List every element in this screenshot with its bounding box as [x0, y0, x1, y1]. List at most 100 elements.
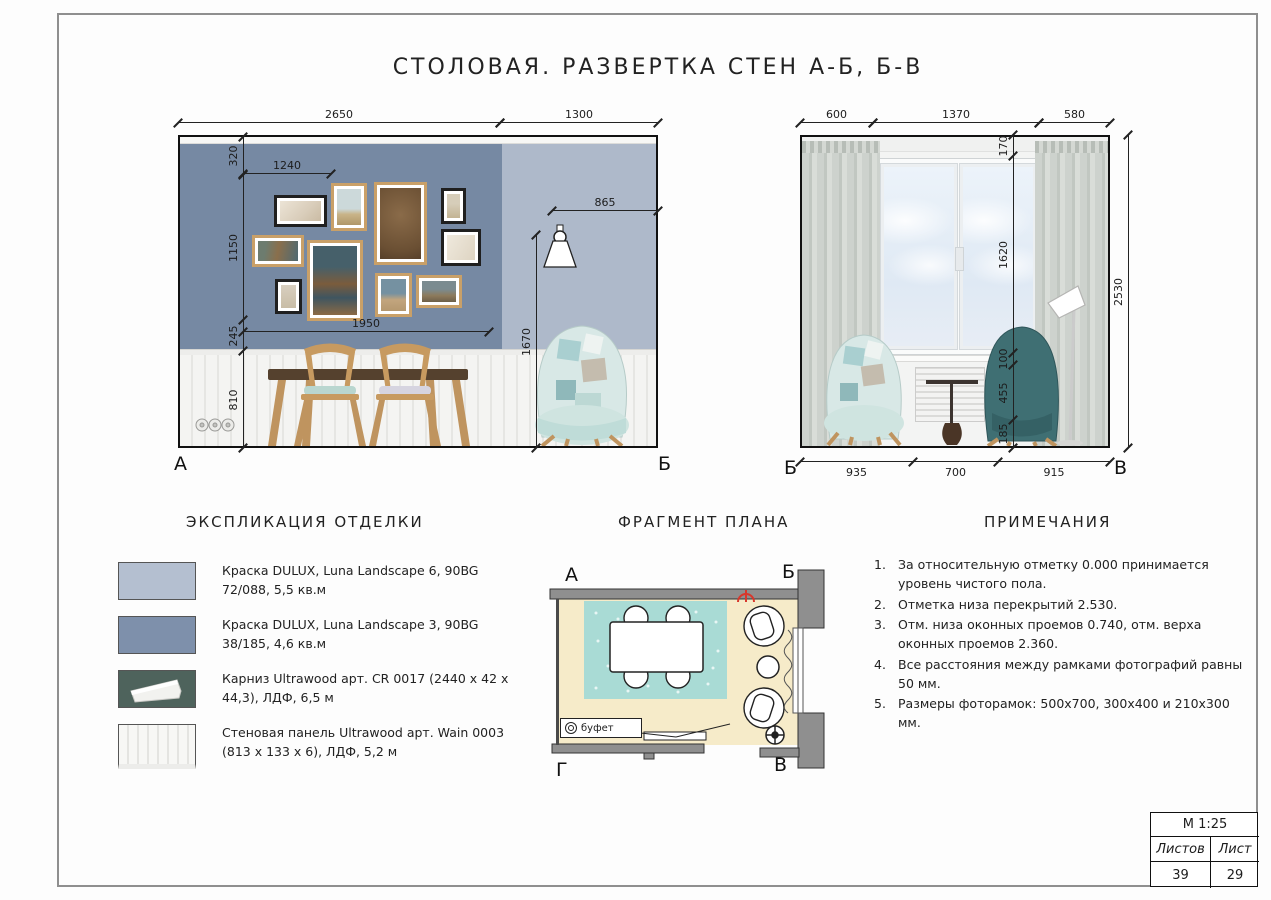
legend-item: Стеновая панель Ultrawood арт. Wain 0003…	[118, 724, 538, 769]
legend-item-text: Краска DULUX, Luna Landscape 3, 90BG 38/…	[222, 617, 479, 651]
axis-label-a: А	[174, 453, 187, 475]
dim-value: 580	[1064, 108, 1085, 121]
furniture-ab	[195, 224, 629, 446]
plan-curtain-line	[783, 629, 793, 714]
plan-wall-bottom-right	[759, 747, 800, 758]
dim-value: 1370	[942, 108, 970, 121]
note-number: 2.	[874, 596, 886, 612]
sheets-value-cell: 39	[1151, 862, 1211, 888]
note-item: 2.Отметка низа перекрытий 2.530.	[874, 596, 1246, 615]
buffet-label-box: буфет	[560, 718, 642, 738]
note-item: 3. Отм. низа оконных проемов 0.740, отм. …	[874, 616, 1246, 654]
furniture-bv	[824, 285, 1086, 446]
sheet-border	[57, 13, 1258, 887]
dim-line: 185	[997, 420, 1018, 453]
side-table	[926, 380, 978, 445]
note-number: 4.	[874, 656, 886, 672]
legend: Краска DULUX, Luna Landscape 6, 90BG 72/…	[118, 562, 538, 785]
dim-value: 1240	[273, 159, 301, 172]
buffet-label: буфет	[581, 722, 614, 734]
elevation-bv: 600 1370 580 2530 170 1620 100 455 185 9…	[784, 108, 1133, 479]
dim-value: 915	[1043, 466, 1065, 479]
plan-wall-right-top	[797, 569, 825, 629]
dim-line: 1950	[238, 317, 494, 337]
sheet-label: Лист	[1218, 841, 1252, 857]
dim-line: 1370	[868, 108, 1044, 128]
photo	[280, 201, 321, 221]
photo	[337, 189, 361, 225]
dim-line: 810	[227, 351, 248, 453]
note-item: 1.За относительную отметку 0.000 принима…	[874, 556, 1246, 594]
dim-line: 320	[227, 132, 248, 180]
dim-value: 2530	[1112, 277, 1125, 306]
patchwork-armchair	[824, 334, 904, 446]
photo-frame	[375, 273, 412, 317]
cornice-profile-icon	[130, 679, 182, 703]
plan-fragment: буфет А Б Г В	[548, 556, 840, 801]
dim-value: 1670	[520, 327, 533, 356]
dim-value: 700	[945, 466, 966, 479]
dim-value: 600	[826, 108, 847, 121]
photo-frame	[252, 235, 304, 267]
floor-lamp-icon	[1047, 285, 1086, 446]
legend-item-text: Карниз Ultrawood арт. CR 0017 (2440 x 42…	[222, 671, 509, 705]
dim-value: 1620	[997, 240, 1010, 269]
dining-table	[268, 369, 470, 446]
photo	[281, 285, 296, 308]
legend-header: ЭКСПЛИКАЦИЯ ОТДЕЛКИ	[186, 513, 424, 531]
plan-corner-a: А	[565, 564, 578, 586]
dim-line: 865	[547, 196, 663, 216]
photo	[447, 194, 460, 218]
photo	[313, 246, 357, 315]
dim-line: 245	[227, 320, 248, 356]
sheets-label-cell: Листов	[1151, 837, 1211, 862]
dim-line: 1620	[997, 156, 1018, 358]
note-text: Размеры фоторамок: 500x700, 300x400 и 21…	[898, 696, 1230, 730]
wall-paint-light	[502, 143, 656, 350]
note-item: 4.Все расстояния между рамками фотографи…	[874, 656, 1246, 694]
sheet-label-cell: Лист	[1211, 837, 1259, 862]
sheets-label: Листов	[1156, 841, 1205, 857]
sheet-value-cell: 29	[1211, 862, 1259, 888]
notes-list: 1.За относительную отметку 0.000 принима…	[874, 556, 1246, 735]
window-handle	[955, 247, 964, 271]
page-title: СТОЛОВАЯ. РАЗВЕРТКА СТЕН А-Б, Б-В	[392, 55, 924, 80]
photo-frame	[441, 229, 481, 266]
dim-line: 2530	[1112, 130, 1133, 453]
legend-item: Краска DULUX, Luna Landscape 3, 90BG 38/…	[118, 616, 538, 654]
dim-value: 865	[594, 196, 616, 209]
plan-side-table	[756, 655, 780, 679]
photo-frame	[441, 188, 466, 224]
patchwork-armchair	[535, 325, 629, 446]
plan-drawing	[549, 569, 825, 769]
dim-line: 1150	[227, 175, 248, 325]
teal-armchair	[984, 326, 1059, 446]
axis-label-b: Б	[784, 457, 798, 479]
note-text: Отм. низа оконных проемов 0.740, отм. ве…	[898, 617, 1202, 651]
plan-wall-bottom	[551, 743, 705, 754]
photo	[258, 241, 298, 261]
photo-frame	[416, 275, 462, 308]
note-item: 5.Размеры фоторамок: 500x700, 300x400 и …	[874, 695, 1246, 733]
sheets-value: 39	[1172, 867, 1189, 883]
plan-corner-v: В	[774, 754, 788, 776]
paint-swatch-light	[118, 562, 196, 600]
plan-corner-b: Б	[782, 561, 796, 583]
photo-frame	[307, 240, 363, 321]
photo-frame	[275, 279, 302, 314]
photo-frame	[374, 182, 427, 265]
dim-value: 1300	[565, 108, 593, 121]
window-pane	[880, 163, 958, 350]
dim-value: 1150	[227, 233, 240, 262]
dim-value: 170	[997, 135, 1010, 156]
scale-value: М 1:25	[1182, 817, 1228, 832]
dim-line: 1670	[520, 230, 541, 453]
elevation-bv-wall	[800, 135, 1110, 448]
note-number: 3.	[874, 617, 886, 633]
title-block: М 1:25 Листов Лист 39 29	[1150, 812, 1259, 888]
plan-wall-top	[549, 588, 803, 600]
buffet-icon	[565, 722, 577, 734]
dim-line: 170	[997, 130, 1018, 161]
paint-swatch-dark	[118, 616, 196, 654]
